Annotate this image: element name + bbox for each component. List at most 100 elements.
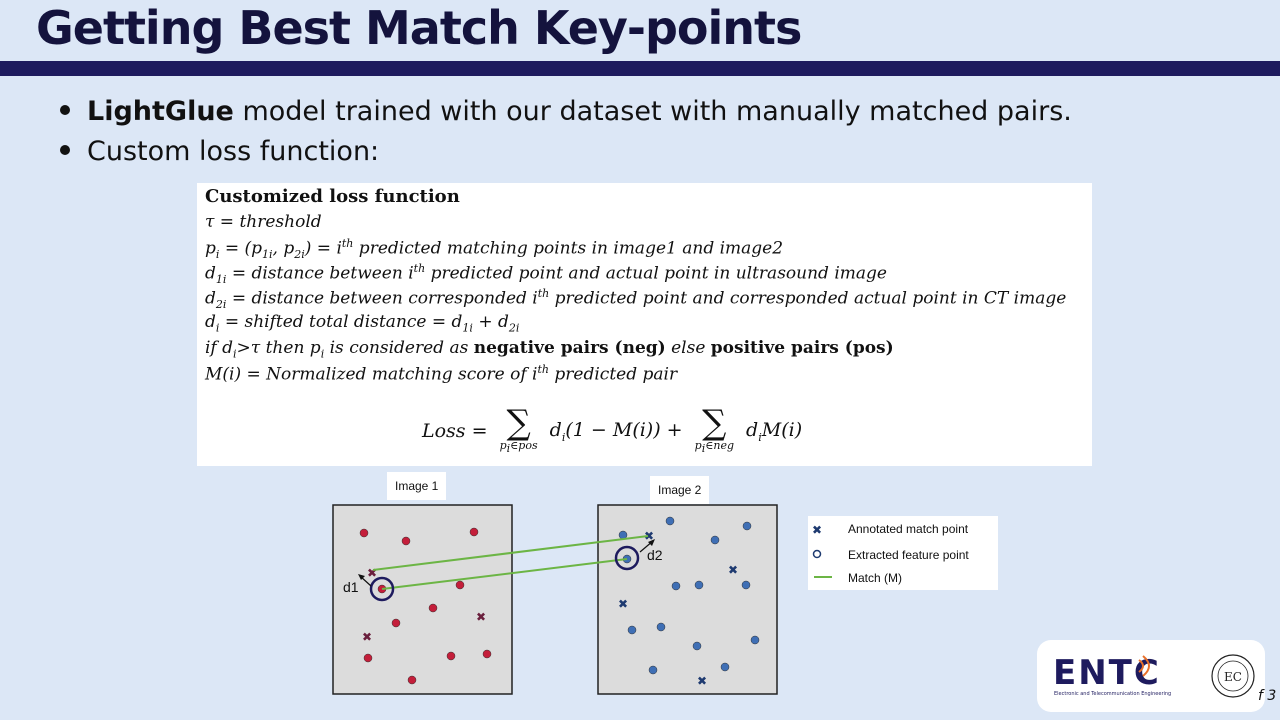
legend-extracted: Extracted feature point bbox=[848, 548, 969, 562]
legend-symbols: ✖ bbox=[812, 523, 832, 578]
annotated-point-mark: ✖ bbox=[367, 566, 377, 580]
p-sub: i bbox=[215, 248, 220, 262]
annotated-point-mark: ✖ bbox=[697, 674, 707, 688]
feature-point bbox=[742, 521, 752, 531]
d1-part: = distance between i bbox=[226, 263, 414, 284]
feature-point bbox=[692, 641, 702, 651]
lim-part: ∈pos bbox=[510, 439, 538, 452]
neg-label: negative pairs (neg) bbox=[473, 338, 666, 358]
highlight-circle-1 bbox=[369, 576, 395, 602]
d2-sym: d bbox=[205, 288, 216, 309]
if-sub: i bbox=[320, 347, 325, 361]
di-line: di = shifted total distance = d1i + d2i bbox=[205, 312, 519, 334]
feature-point bbox=[750, 635, 760, 645]
diagram-legend: ✖ Annotated match point Extracted featur… bbox=[808, 516, 998, 590]
logo-graphic: ENTC Electronic and Telecommunication En… bbox=[1053, 653, 1255, 698]
feature-point bbox=[363, 653, 373, 663]
m-part: predicted pair bbox=[549, 364, 678, 385]
feature-point bbox=[469, 527, 479, 537]
p-part: predicted matching points in image1 and … bbox=[353, 238, 784, 259]
di-sub: 1i bbox=[462, 321, 473, 335]
d1-arrowhead bbox=[358, 574, 365, 580]
loss-function-box: Customized loss function τ = threshold p… bbox=[197, 183, 1092, 466]
d2-label: d2 bbox=[647, 547, 663, 563]
seal-text: EC bbox=[1224, 670, 1242, 684]
signal-icon bbox=[1142, 655, 1150, 677]
match-line bbox=[381, 558, 628, 590]
annotated-point-mark: ✖ bbox=[618, 597, 628, 611]
m-part: M(i) = Normalized matching score of i bbox=[205, 364, 538, 385]
feature-point bbox=[694, 580, 704, 590]
feature-point bbox=[446, 651, 456, 661]
lim-part: p bbox=[694, 439, 702, 452]
lim-part: ∈neg bbox=[705, 439, 734, 452]
d2-arrow bbox=[639, 540, 654, 553]
annotated-point-mark: ✖ bbox=[362, 630, 372, 644]
lim-part: p bbox=[499, 439, 507, 452]
term-part: d bbox=[746, 418, 759, 441]
p-sym: p bbox=[205, 238, 216, 259]
sigma-symbol: ∑ bbox=[506, 403, 531, 443]
bullet-item: Custom loss function: bbox=[60, 132, 1072, 172]
title-bar bbox=[0, 61, 1280, 76]
bullet-text: Custom loss function: bbox=[87, 136, 380, 167]
slide-title: Getting Best Match Key-points bbox=[36, 1, 802, 55]
bullet-dot bbox=[60, 144, 70, 155]
d2-part: = distance between corresponded i bbox=[226, 288, 538, 309]
logo-text: ENTC bbox=[1053, 653, 1161, 693]
page-number: f 3 bbox=[1258, 688, 1277, 704]
circle-icon bbox=[812, 549, 822, 559]
if-line: if di>τ then pi is considered as negativ… bbox=[205, 338, 894, 360]
di-sub: i bbox=[215, 321, 220, 335]
d2-sup: th bbox=[537, 287, 550, 300]
feature-point bbox=[741, 580, 751, 590]
feature-point bbox=[618, 530, 628, 540]
lim-sub: i bbox=[701, 442, 706, 456]
p-sub: 1i bbox=[262, 248, 273, 262]
feature-point bbox=[391, 618, 401, 628]
feature-point bbox=[401, 536, 411, 546]
term-part: M(i) bbox=[761, 418, 803, 441]
annotated-point-mark: ✖ bbox=[644, 529, 654, 543]
feature-point bbox=[665, 516, 675, 526]
feature-point bbox=[359, 528, 369, 538]
feature-point bbox=[648, 665, 658, 675]
image2-label: Image 2 bbox=[650, 476, 710, 504]
di-sub: 2i bbox=[508, 321, 520, 335]
feature-point bbox=[627, 625, 637, 635]
entc-logo: ENTC Electronic and Telecommunication En… bbox=[1037, 640, 1265, 712]
p-sub: 2i bbox=[294, 248, 305, 262]
match-line bbox=[372, 535, 649, 571]
d2-arrowhead bbox=[648, 539, 655, 546]
p-part: , p bbox=[272, 238, 295, 259]
di-sym: d bbox=[205, 312, 216, 332]
d1-arrow bbox=[359, 575, 372, 587]
feature-point bbox=[482, 649, 492, 659]
sum-neg: ∑ pi∈neg bbox=[694, 406, 734, 456]
feature-point bbox=[720, 662, 730, 672]
d2-sub: 2i bbox=[215, 298, 227, 312]
highlight-circle-2 bbox=[614, 545, 640, 571]
m-line: M(i) = Normalized matching score of ith … bbox=[205, 363, 677, 385]
eq-term2: diM(i) bbox=[746, 418, 803, 444]
d1-line: d1i = distance between ith predicted poi… bbox=[205, 262, 887, 286]
bullet-bold-text: LightGlue bbox=[87, 96, 234, 127]
d2-line: d2i = distance between corresponded ith … bbox=[205, 287, 1066, 311]
p-part: = (p bbox=[219, 238, 262, 259]
image2-points bbox=[618, 516, 760, 675]
if-part: if d bbox=[205, 338, 234, 358]
d1-sub: 1i bbox=[215, 273, 227, 287]
image1-label: Image 1 bbox=[387, 472, 447, 500]
if-part: >τ then p bbox=[236, 338, 321, 358]
eq-term1: di(1 − M(i)) + bbox=[549, 418, 683, 444]
term-part: d bbox=[549, 418, 562, 441]
if-part: else bbox=[665, 338, 711, 358]
logo-subtext: Electronic and Telecommunication Enginee… bbox=[1054, 691, 1171, 697]
feature-point bbox=[671, 581, 681, 591]
feature-point bbox=[377, 584, 387, 594]
d1-sup: th bbox=[413, 262, 426, 275]
loss-heading: Customized loss function bbox=[205, 186, 460, 207]
image1-frame bbox=[332, 504, 513, 695]
p-sup: th bbox=[341, 237, 354, 250]
annotated-points: ✖✖✖✖✖✖✖ bbox=[362, 529, 738, 688]
